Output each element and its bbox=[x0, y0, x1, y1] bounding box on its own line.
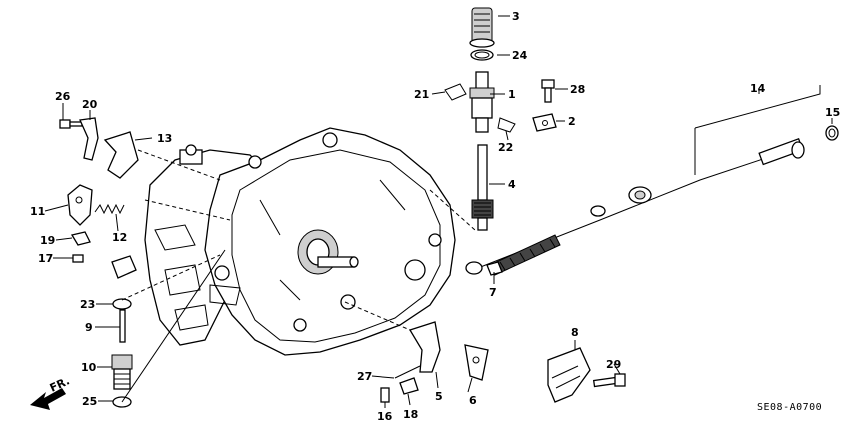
callout-9: 9 bbox=[85, 321, 93, 334]
callout-16: 16 bbox=[377, 410, 393, 423]
leader-lines bbox=[44, 15, 833, 408]
callout-29: 29 bbox=[606, 358, 621, 371]
callout-21: 21 bbox=[414, 88, 429, 101]
callout-7: 7 bbox=[489, 286, 497, 299]
callout-2: 2 bbox=[568, 115, 576, 128]
callout-20: 20 bbox=[82, 98, 98, 111]
callout-25: 25 bbox=[82, 395, 97, 408]
front-direction-label: FR. bbox=[48, 374, 72, 394]
front-direction-arrow: FR. bbox=[30, 374, 72, 410]
callout-15: 15 bbox=[825, 106, 840, 119]
shift-cable-assembly bbox=[465, 125, 839, 276]
callout-18: 18 bbox=[403, 408, 418, 421]
callout-numbers: 3 24 1 2 4 21 22 28 14 15 7 8 29 6 5 18 … bbox=[30, 10, 840, 423]
callout-5: 5 bbox=[435, 390, 443, 403]
callout-24: 24 bbox=[512, 49, 528, 62]
callout-11: 11 bbox=[30, 205, 45, 218]
callout-23: 23 bbox=[80, 298, 95, 311]
callout-17: 17 bbox=[38, 252, 53, 265]
speedometer-gear-assembly bbox=[444, 7, 557, 231]
diagram-code: SE08-A0700 bbox=[757, 402, 822, 413]
callout-4: 4 bbox=[508, 178, 516, 191]
callout-6: 6 bbox=[469, 394, 477, 407]
callout-8: 8 bbox=[571, 326, 579, 339]
callout-10: 10 bbox=[81, 361, 97, 374]
callout-26: 26 bbox=[55, 90, 71, 103]
callout-1: 1 bbox=[508, 88, 516, 101]
transmission-housing bbox=[144, 127, 456, 356]
callout-28: 28 bbox=[570, 83, 585, 96]
callout-12: 12 bbox=[112, 231, 127, 244]
left-side-parts bbox=[59, 117, 139, 408]
lower-right-parts bbox=[380, 261, 626, 403]
callout-13: 13 bbox=[157, 132, 172, 145]
callout-3: 3 bbox=[512, 10, 520, 23]
callout-27: 27 bbox=[357, 370, 372, 383]
callout-19: 19 bbox=[40, 234, 55, 247]
callout-22: 22 bbox=[498, 141, 513, 154]
callout-14: 14 bbox=[750, 82, 766, 95]
